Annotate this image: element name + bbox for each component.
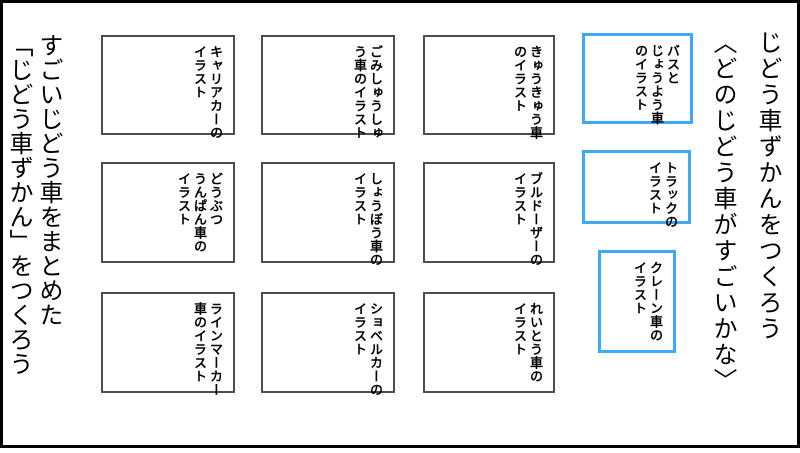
card-animal-transport-truck: どうぶつ うんぱん車の イラスト bbox=[101, 162, 235, 263]
page-title-secondary: すごいじどう車をまとめた 「じどう車ずかん」をつくろう bbox=[5, 33, 62, 376]
card-excavator: ショベルカーの イラスト bbox=[261, 292, 395, 397]
card-label: きゅうきゅう車 のイラスト bbox=[512, 45, 543, 140]
page-title-main: じどう車ずかんをつくろう 〈どのじどう車がすごいかな〉 bbox=[709, 30, 781, 394]
card-label: どうぶつ うんぱん車の イラスト bbox=[176, 172, 223, 253]
card-label: ごみしゅうしゅ う車のイラスト bbox=[352, 45, 383, 140]
card-fire-engine: しょうぼう車の イラスト bbox=[261, 162, 395, 267]
card-label: ショベルカーの イラスト bbox=[352, 302, 383, 397]
card-bus-and-passenger-car-highlighted: バスと じょうよう車 のイラスト bbox=[582, 33, 693, 125]
card-truck-highlighted: トラックの イラスト bbox=[582, 150, 691, 229]
card-label: バスと じょうよう車 のイラスト bbox=[633, 44, 680, 125]
card-label: しょうぼう車の イラスト bbox=[352, 172, 383, 267]
card-label: ラインマーカー 車のイラスト bbox=[192, 302, 223, 397]
card-label: クレーン車の イラスト bbox=[632, 261, 663, 342]
card-label: トラックの イラスト bbox=[647, 161, 678, 229]
card-label: ブルドーザーの イラスト bbox=[512, 172, 543, 267]
card-line-marker-truck: ラインマーカー 車のイラスト bbox=[101, 292, 235, 397]
card-carrier-car: キャリアカーの イラスト bbox=[101, 35, 235, 140]
card-refrigerator-truck: れいとう車の イラスト bbox=[423, 292, 555, 393]
card-ambulance: きゅうきゅう車 のイラスト bbox=[423, 35, 555, 140]
card-garbage-truck: ごみしゅうしゅ う車のイラスト bbox=[261, 35, 395, 140]
card-bulldozer: ブルドーザーの イラスト bbox=[423, 162, 555, 267]
card-crane-truck-highlighted: クレーン車の イラスト bbox=[598, 250, 676, 353]
card-label: キャリアカーの イラスト bbox=[192, 45, 223, 140]
card-label: れいとう車の イラスト bbox=[512, 302, 543, 383]
